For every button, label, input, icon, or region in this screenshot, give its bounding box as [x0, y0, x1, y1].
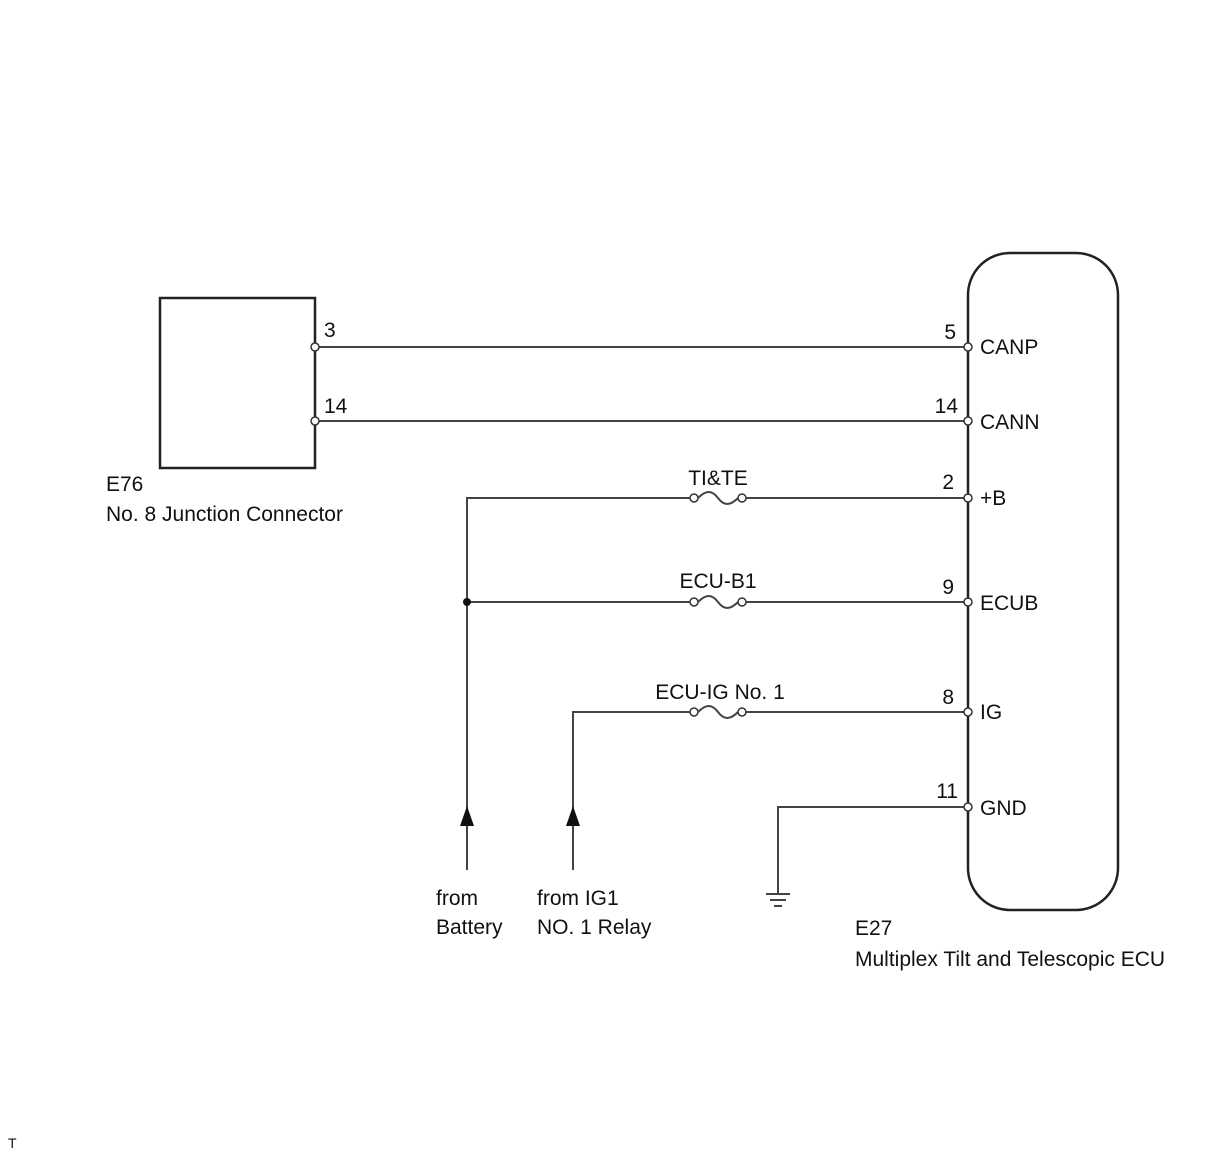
ecu-pin-name: ECUB: [980, 592, 1038, 615]
plus-b-wire-left: [466, 497, 694, 870]
ecu-pin-ecub: [963, 597, 973, 607]
ig1-arrow-icon: [566, 806, 580, 826]
source-battery-line2: Battery: [436, 916, 503, 939]
gnd-wire: [777, 806, 968, 893]
ecu-pin-name: IG: [980, 701, 1002, 724]
source-ig1-line1: from IG1: [537, 887, 619, 910]
ecu-pin-number: 11: [936, 780, 958, 803]
ecu-pin-name: CANP: [980, 336, 1038, 359]
ecu-pin-ig: [963, 707, 973, 717]
fuse-ecu-b1-icon: [689, 595, 747, 609]
ecu-pin-number: 5: [944, 321, 956, 344]
junction-pin-3: [310, 342, 320, 352]
ecu-code: E27: [855, 917, 892, 940]
source-ig1-line2: NO. 1 Relay: [537, 916, 652, 939]
ecu-box: [966, 251, 1120, 912]
ig-wire-left: [572, 711, 694, 870]
fuse-ecu-ig-icon: [689, 705, 747, 719]
source-battery-line1: from: [436, 887, 478, 910]
ecu-pin-gnd: [963, 802, 973, 812]
ecu-pin-number: 2: [942, 471, 954, 494]
fuse-ecu-ig-label: ECU-IG No. 1: [655, 681, 785, 704]
junction-connector-box: [158, 296, 317, 470]
splice-dot-icon: [463, 598, 471, 606]
junction-pin-number: 3: [324, 319, 336, 342]
ecu-pin-name: GND: [980, 797, 1027, 820]
ecu-pin-number: 9: [942, 576, 954, 599]
ecu-pin-plus-b: [963, 493, 973, 503]
ecu-pin-number: 8: [942, 686, 954, 709]
ground-icon: [766, 893, 790, 907]
junction-pin-14: [310, 416, 320, 426]
ecu-pin-cann: [963, 416, 973, 426]
ecu-pin-canp: [963, 342, 973, 352]
junction-connector-name: No. 8 Junction Connector: [106, 503, 343, 526]
junction-pin-number: 14: [324, 395, 348, 418]
ecu-name: Multiplex Tilt and Telescopic ECU: [855, 948, 1165, 971]
ecu-pin-name: +B: [980, 487, 1006, 510]
ecu-pin-name: CANN: [980, 411, 1040, 434]
fuse-ti-te-label: TI&TE: [688, 467, 748, 490]
ecu-pin-number: 14: [935, 395, 959, 418]
fuse-ecu-b1-label: ECU-B1: [679, 570, 756, 593]
junction-connector-code: E76: [106, 473, 143, 496]
fuse-ti-te-icon: [689, 491, 747, 505]
battery-arrow-icon: [460, 806, 474, 826]
footer-mark: T: [8, 1135, 17, 1151]
